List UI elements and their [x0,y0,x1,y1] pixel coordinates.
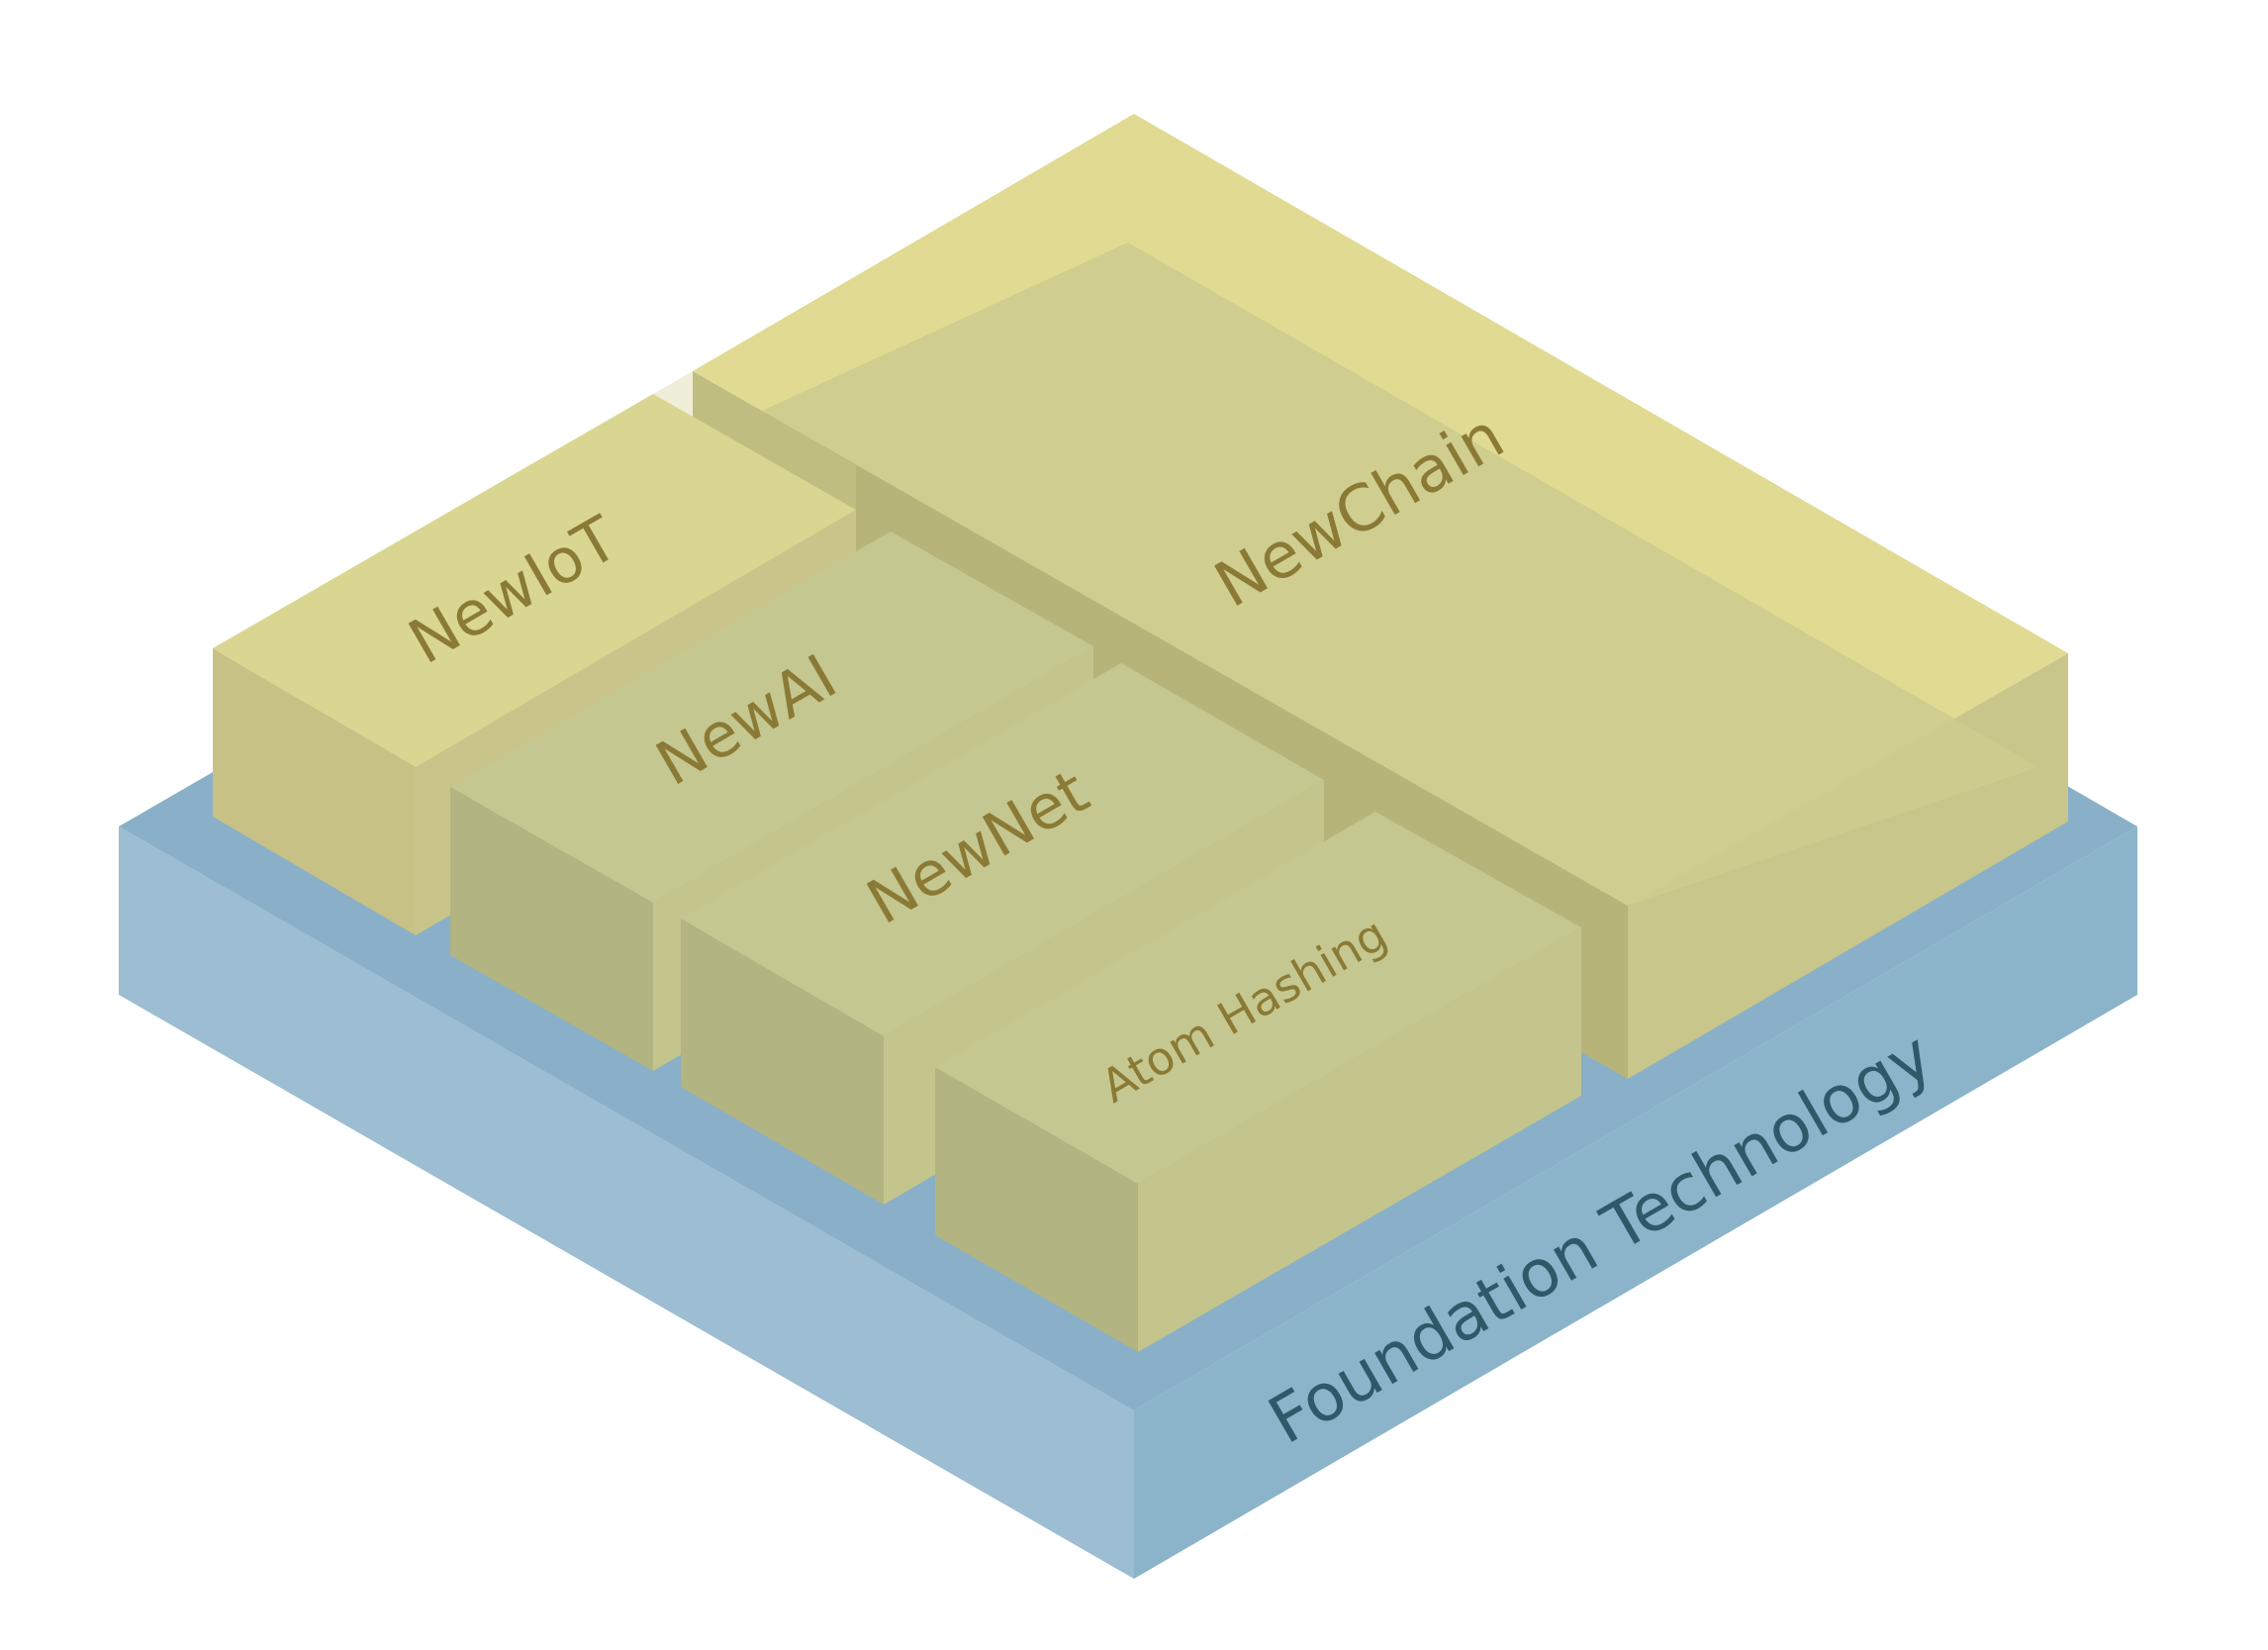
newiot-overlap-shade [213,371,856,767]
newnet-top-face [681,663,1324,1036]
atom-left-face [935,1067,1138,1352]
newiot-left-face [213,648,416,935]
newchain-inner-shade [762,243,2038,906]
atom-right-face [1138,927,1581,1352]
newai-left-face [450,787,653,1071]
atom-hashing-block [935,812,1581,1352]
newai-top-face [450,532,1093,903]
atom-top-face [935,812,1581,1184]
foundation-right-face [1134,826,2137,1579]
foundation-left-face [119,826,1134,1579]
newnet-left-face [681,919,884,1205]
newiot-top-face [213,394,856,767]
